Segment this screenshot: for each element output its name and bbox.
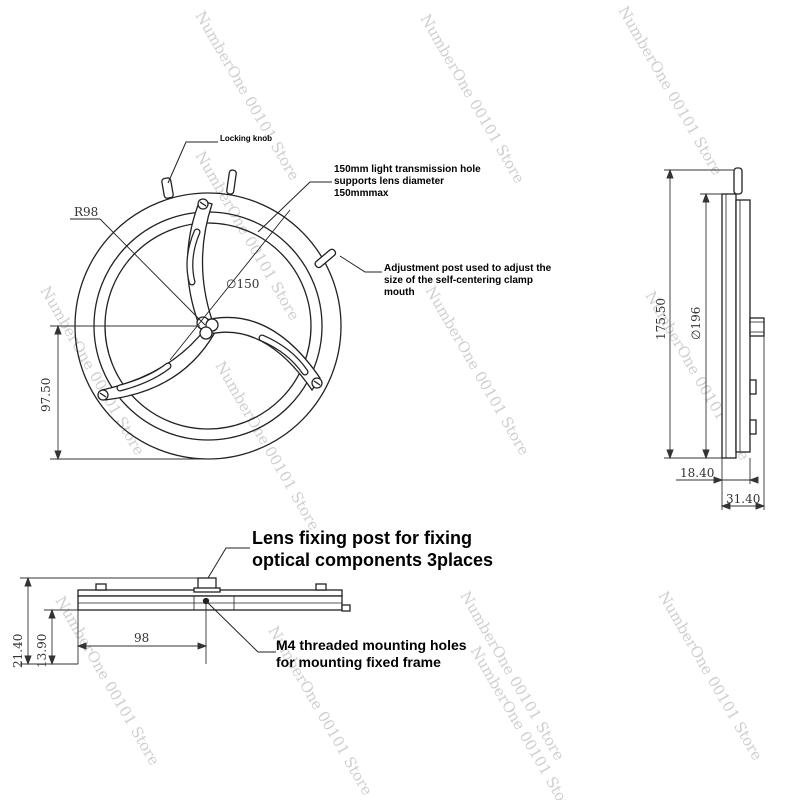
- hole-callout-line1: 150mm light transmission hole: [334, 164, 481, 175]
- center-pivot: [199, 326, 213, 340]
- side-height-label: 175.50: [654, 298, 668, 340]
- watermark: NumberOne 00101 Store: [655, 588, 767, 763]
- clamp-arm-upper: [186, 198, 213, 323]
- radius-line: [99, 218, 206, 326]
- inner-diameter-label: ∅150: [226, 277, 259, 291]
- side-plate-outer: [721, 193, 737, 459]
- bottom-height-label: 21.40: [11, 634, 25, 668]
- bottom-leaders: [207, 547, 276, 653]
- top-post: [226, 169, 237, 195]
- diameter-line: [169, 209, 291, 361]
- adjust-callout-line3: mouth: [384, 287, 415, 298]
- side-view: [721, 167, 765, 459]
- locking-knob: [161, 177, 174, 199]
- watermark: NumberOne 00101 Store: [417, 11, 529, 186]
- height-center-label: 97.50: [39, 378, 53, 412]
- bottom-view: [77, 577, 351, 612]
- locking-knob-callout: Locking knob: [220, 134, 272, 143]
- front-view-dimensions: [50, 324, 215, 461]
- watermarks: NumberOne 00101 Store NumberOne 00101 St…: [37, 3, 767, 805]
- hole-callout-line3: 150mmmax: [334, 188, 389, 199]
- watermark: NumberOne 00101 Store: [467, 643, 579, 800]
- adjust-callout-line1: Adjustment post used to adjust the: [384, 263, 552, 274]
- m4-mounting-hole: [202, 597, 210, 605]
- hole-callout-line2: supports lens diameter: [334, 176, 444, 187]
- side-total-label: 31.40: [726, 492, 760, 506]
- watermark: NumberOne 00101 Store: [37, 283, 149, 458]
- adjustment-post: [314, 248, 337, 269]
- m4-callout-line1: M4 threaded mounting holes: [276, 637, 467, 653]
- side-diameter-label: ∅196: [689, 307, 703, 340]
- side-plate-inner: [735, 199, 751, 453]
- radius-label: R98: [74, 205, 98, 219]
- watermark: NumberOne 00101 Store: [422, 283, 534, 458]
- bottom-width-label: 98: [134, 631, 149, 645]
- clamp-arm-left: [97, 327, 215, 401]
- side-knob: [749, 317, 765, 337]
- side-view-dimensions: [664, 168, 766, 510]
- lens-post-callout-line2: optical components 3places: [252, 550, 493, 570]
- watermark: NumberOne 00101 Store: [615, 3, 727, 178]
- m4-callout-line2: for mounting fixed frame: [276, 654, 441, 670]
- lens-post-callout-line1: Lens fixing post for fixing: [252, 528, 472, 548]
- front-view: [70, 169, 342, 460]
- bottom-plate-label: 13.90: [35, 634, 49, 668]
- bottom-view-dimensions: [20, 576, 208, 666]
- adjust-callout-line2: size of the self-centering clamp: [384, 275, 533, 286]
- side-thickness-label: 18.40: [680, 466, 714, 480]
- side-top-post: [733, 167, 743, 195]
- front-leaders: [167, 141, 382, 273]
- watermark: NumberOne 00101 Store: [52, 593, 164, 768]
- watermark: NumberOne 00101 Store: [457, 588, 569, 763]
